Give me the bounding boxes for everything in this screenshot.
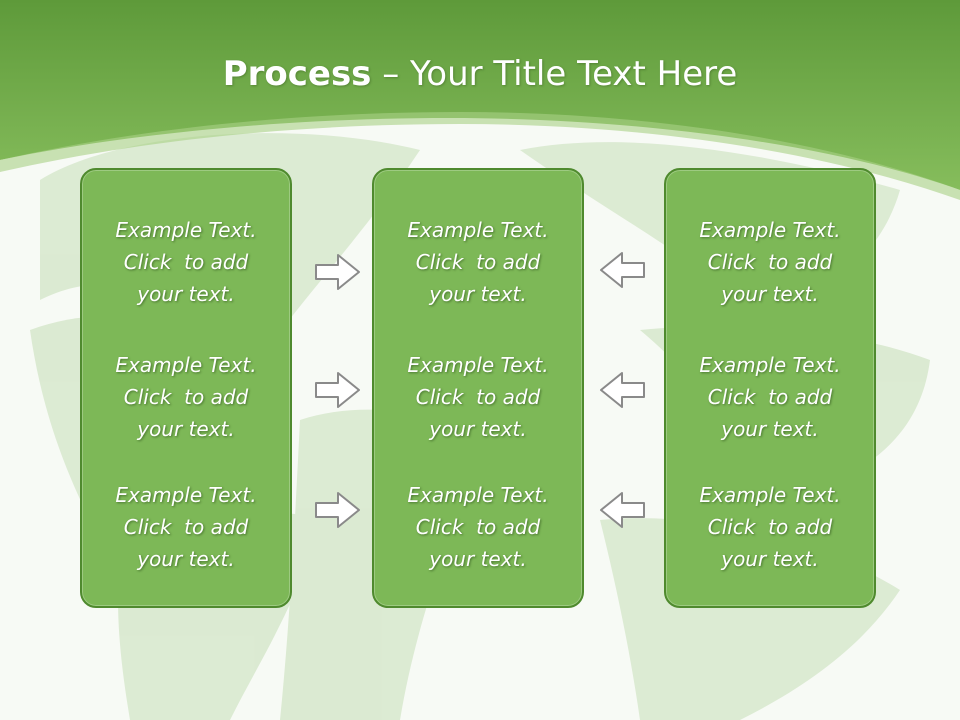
text-item[interactable]: Example Text. Click to add your text. [666, 349, 874, 445]
text-line: your text. [137, 417, 235, 441]
text-line: Click to add [123, 515, 249, 539]
text-item[interactable]: Example Text. Click to add your text. [374, 214, 582, 310]
process-box-center[interactable]: Example Text. Click to add your text. Ex… [372, 168, 584, 608]
text-line: your text. [137, 282, 235, 306]
text-line: Click to add [707, 250, 833, 274]
text-line: Example Text. [407, 218, 549, 242]
title-rest: – Your Title Text Here [371, 54, 738, 94]
text-line: Example Text. [115, 218, 257, 242]
text-line: Click to add [415, 250, 541, 274]
text-line: Example Text. [699, 218, 841, 242]
right-arrow-icon [315, 372, 360, 408]
text-line: Example Text. [407, 353, 549, 377]
text-line: Example Text. [115, 353, 257, 377]
right-arrow-icon [315, 492, 360, 528]
title-bold: Process [222, 54, 372, 94]
text-line: Click to add [415, 385, 541, 409]
text-line: your text. [721, 282, 819, 306]
text-line: your text. [429, 282, 527, 306]
text-line: Click to add [707, 515, 833, 539]
text-item[interactable]: Example Text. Click to add your text. [82, 214, 290, 310]
text-line: Click to add [707, 385, 833, 409]
text-line: Click to add [415, 515, 541, 539]
text-item[interactable]: Example Text. Click to add your text. [666, 214, 874, 310]
process-box-right[interactable]: Example Text. Click to add your text. Ex… [664, 168, 876, 608]
text-line: your text. [429, 547, 527, 571]
text-line: Example Text. [699, 483, 841, 507]
text-line: your text. [721, 547, 819, 571]
text-line: Example Text. [407, 483, 549, 507]
left-arrow-icon [600, 492, 645, 528]
text-line: Example Text. [699, 353, 841, 377]
text-item[interactable]: Example Text. Click to add your text. [82, 349, 290, 445]
text-line: your text. [137, 547, 235, 571]
text-item[interactable]: Example Text. Click to add your text. [374, 349, 582, 445]
process-box-left[interactable]: Example Text. Click to add your text. Ex… [80, 168, 292, 608]
left-arrow-icon [600, 372, 645, 408]
text-item[interactable]: Example Text. Click to add your text. [374, 479, 582, 575]
slide-title: Process – Your Title Text Here [0, 52, 960, 96]
right-arrow-icon [315, 254, 360, 290]
text-line: your text. [721, 417, 819, 441]
text-line: Click to add [123, 250, 249, 274]
text-line: Click to add [123, 385, 249, 409]
text-line: Example Text. [115, 483, 257, 507]
text-line: your text. [429, 417, 527, 441]
left-arrow-icon [600, 252, 645, 288]
text-item[interactable]: Example Text. Click to add your text. [666, 479, 874, 575]
text-item[interactable]: Example Text. Click to add your text. [82, 479, 290, 575]
